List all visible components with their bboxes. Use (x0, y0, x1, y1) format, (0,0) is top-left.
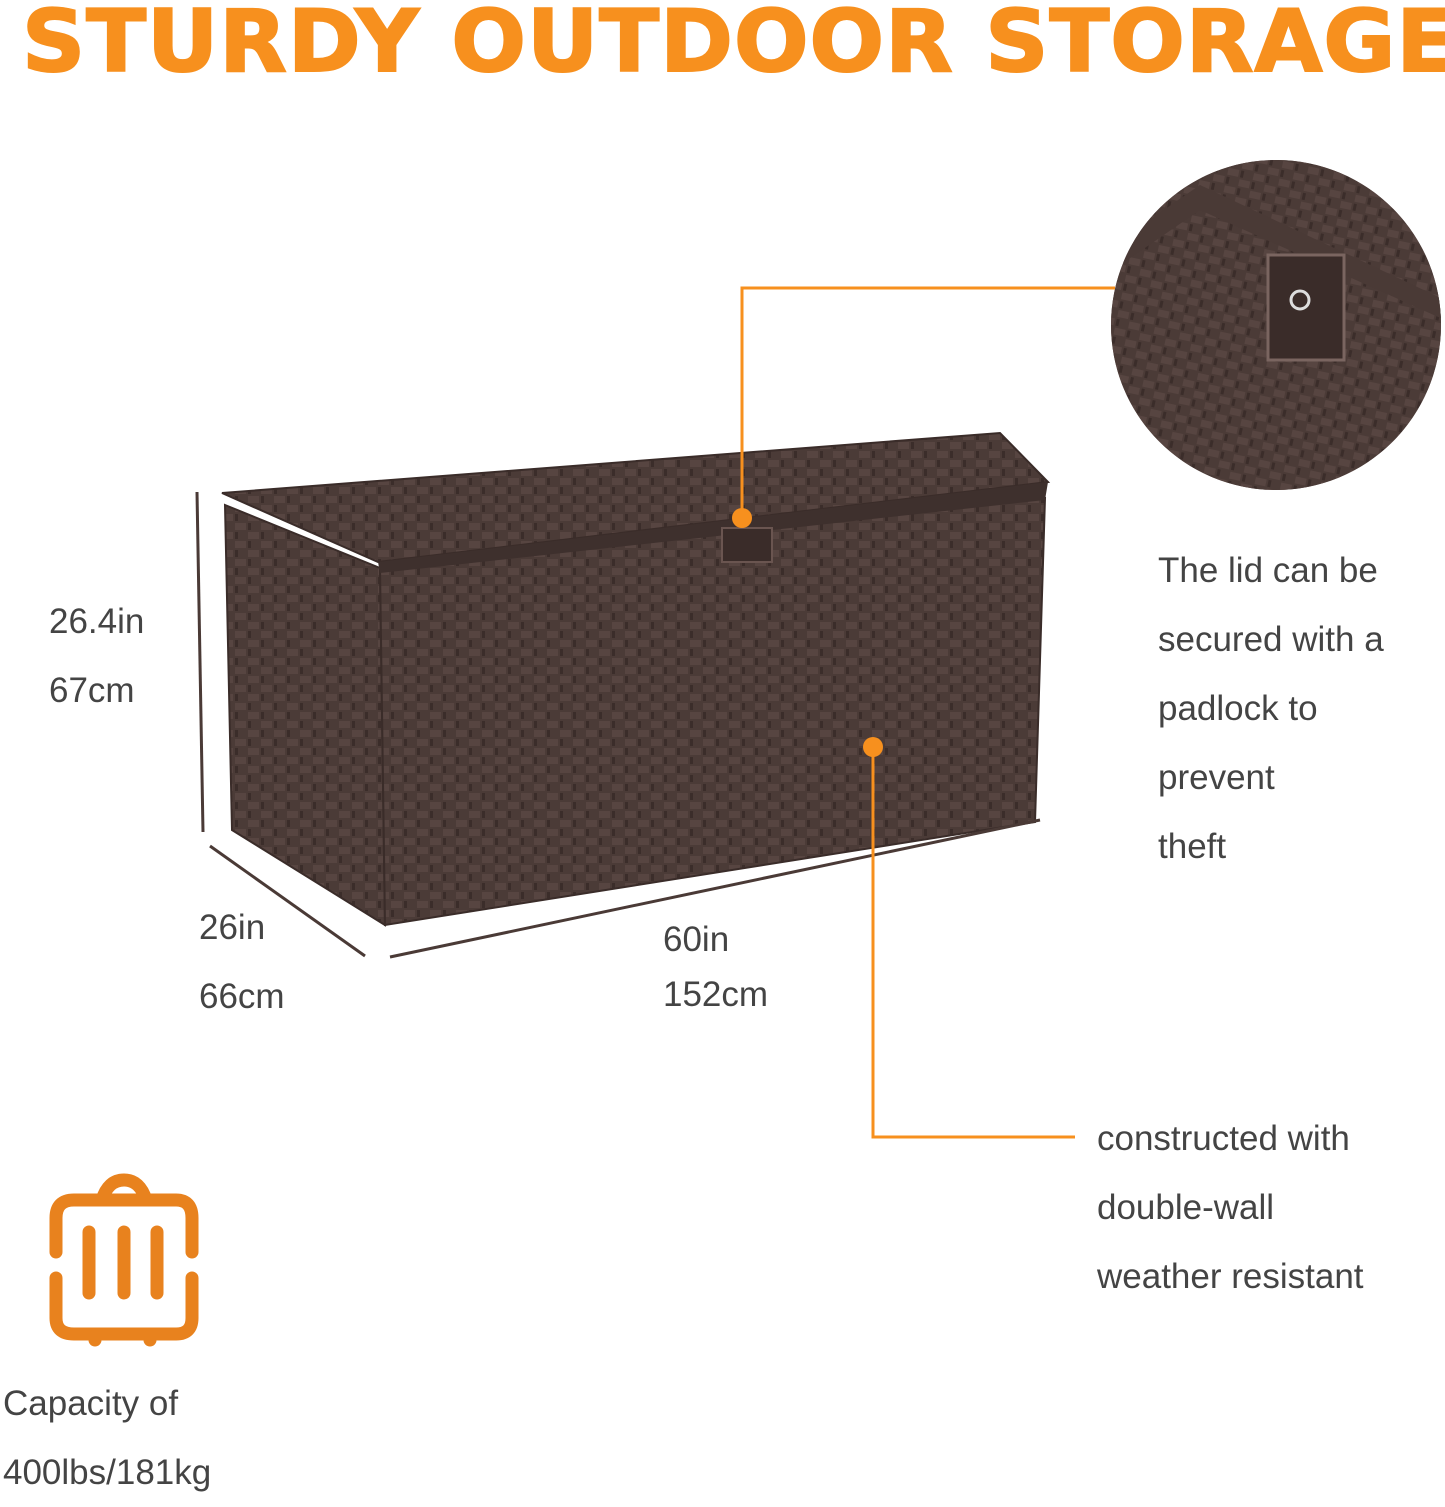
depth-cm: 66cm (199, 977, 285, 1016)
lock-callout-text: The lid can be secured with a padlock to… (1158, 536, 1384, 881)
callout-line: padlock to (1158, 689, 1318, 728)
capacity-line: 400lbs/181kg (3, 1453, 212, 1492)
capacity-text: Capacity of 400lbs/181kg (3, 1369, 211, 1507)
headline: STURDY OUTDOOR STORAGE (21, 0, 1445, 93)
lock-hasp (721, 527, 773, 563)
width-cm: 152cm (663, 975, 769, 1014)
callout-line: secured with a (1158, 620, 1384, 659)
callout-line: weather resistant (1097, 1257, 1364, 1296)
callout-line: The lid can be (1158, 551, 1378, 590)
capacity-line: Capacity of (3, 1384, 179, 1423)
depth-inches: 26in (199, 908, 266, 947)
luggage-icon (49, 1173, 199, 1347)
lock-detail-inset (1080, 129, 1445, 521)
callout-line: prevent (1158, 758, 1275, 797)
height-cm: 67cm (49, 671, 135, 710)
wall-callout-text: constructed with double-wall weather res… (1097, 1104, 1364, 1311)
callout-lines (740, 286, 1115, 1139)
callout-line: theft (1158, 827, 1227, 866)
callout-line: double-wall (1097, 1188, 1275, 1227)
callout-line: constructed with (1097, 1119, 1350, 1158)
padlock-ring-icon (1289, 289, 1311, 311)
dimension-lines (195, 491, 1041, 959)
height-inches: 26.4in (49, 602, 145, 641)
width-inches: 60in (663, 920, 730, 959)
storage-box (221, 431, 1051, 927)
callout-dot-wall (863, 737, 883, 757)
callout-dot-lock (732, 508, 752, 528)
